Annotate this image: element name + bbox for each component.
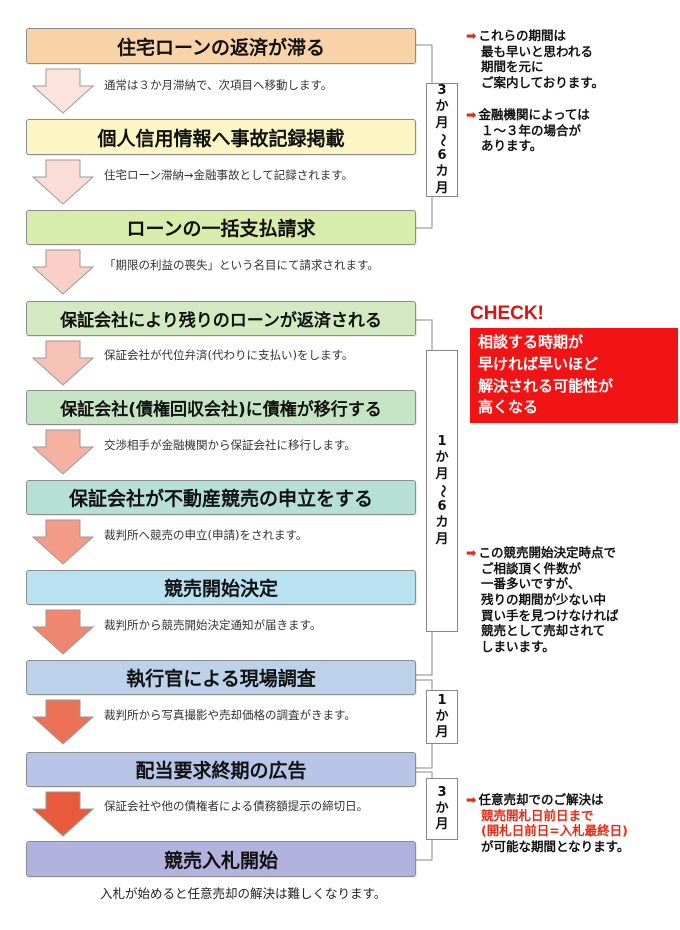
right-arrow-icon: ➡	[466, 545, 477, 560]
step-lump-sum-demand: ローンの一括支払請求	[26, 210, 416, 245]
step-note: 交渉相手が金融機関から保証会社に移行します。	[104, 438, 356, 452]
step-note: 保証会社が代位弁済(代わりに支払い)をします。	[104, 348, 354, 362]
down-arrow-icon	[32, 699, 94, 745]
check-box: 相談する時期が 早ければ早いほど 解決される可能性が 高くなる	[470, 328, 678, 423]
step-note: 通常は３か月滞納で、次項目へ移動します。	[104, 78, 333, 92]
down-arrow-icon	[32, 791, 94, 837]
step-auction-petition: 保証会社が不動産競売の申立をする	[26, 480, 416, 515]
right-arrow-icon: ➡	[466, 28, 477, 43]
down-arrow-icon	[32, 609, 94, 655]
down-arrow-icon	[32, 519, 94, 565]
footer-note: 入札が始めると任意売却の解決は難しくなります。	[100, 886, 387, 901]
step-site-inspection: 執行官による現場調査	[26, 660, 416, 695]
check-title: CHECK!	[470, 303, 544, 324]
side-note-auction-decision: ➡この競売開始決定時点で ご相談頂く件数が 一番多いですが、 残りの期間が少ない…	[466, 545, 619, 654]
down-arrow-icon	[32, 429, 94, 475]
down-arrow-icon	[32, 249, 94, 295]
down-arrow-icon	[32, 340, 94, 386]
down-arrow-icon	[32, 68, 94, 114]
step-bidding-start: 競売入札開始	[26, 841, 416, 877]
step-note: 保証会社や他の債権者による債務額提示の締切日。	[104, 799, 369, 813]
step-auction-decision: 競売開始決定	[26, 570, 416, 605]
step-note: 「期限の利益の喪失」という名目にて請求されます。	[104, 258, 379, 272]
step-loan-delinquent: 住宅ローンの返済が滞る	[26, 28, 416, 64]
step-claim-transfer: 保証会社(債権回収会社)に債権が移行する	[26, 390, 416, 425]
step-guarantor-repays: 保証会社により残りのローンが返済される	[26, 301, 416, 336]
right-arrow-icon: ➡	[466, 792, 477, 807]
side-note-periods: ➡これらの期間は 最も早いと思われる 期間を元に ご案内しております。	[466, 28, 605, 90]
step-note: 裁判所へ競売の申立(申請)をされます。	[104, 528, 308, 542]
right-arrow-icon: ➡	[466, 107, 477, 122]
side-note-banks: ➡金融機関によっては １～３年の場合が あります。	[466, 107, 590, 154]
down-arrow-icon	[32, 159, 94, 205]
step-note: 住宅ローン滞納→金融事故として記録されます。	[104, 168, 354, 182]
side-note-voluntary-sale: ➡任意売却でのご解決は 競売開札日前日まで (開札日前日=入札最終日) が可能な…	[466, 792, 630, 854]
step-dividend-notice: 配当要求終期の広告	[26, 752, 416, 787]
step-note: 裁判所から写真撮影や売却価格の調査がきます。	[104, 708, 356, 722]
step-credit-record: 個人信用情報へ事故記録掲載	[26, 119, 416, 155]
step-note: 裁判所から競売開始決定通知が届きます。	[104, 618, 322, 632]
